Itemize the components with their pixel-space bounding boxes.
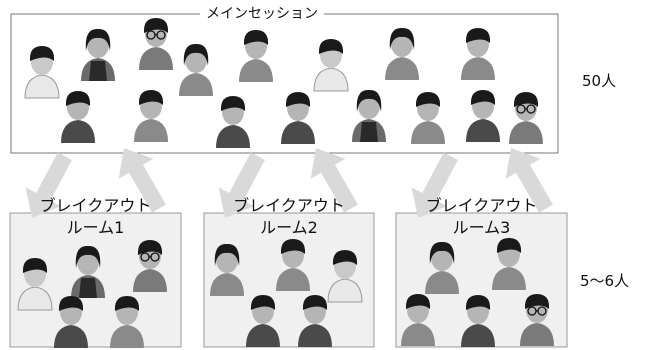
room-1-label: ブレイクアウト ルーム1	[10, 195, 181, 239]
room-1-label-line1: ブレイクアウト	[39, 196, 152, 215]
room-2-label-line2: ルーム2	[260, 218, 318, 237]
breakout-count: 5〜6人	[580, 272, 630, 290]
room-3-label-line2: ルーム3	[452, 218, 511, 237]
main-session-count: 50人	[582, 72, 617, 90]
main-session-title: メインセッション	[200, 3, 324, 23]
room-2-label-line1: ブレイクアウト	[233, 196, 345, 215]
room-2-label: ブレイクアウト ルーム2	[204, 195, 374, 239]
room-3-label: ブレイクアウト ルーム3	[396, 195, 567, 239]
room-3-label-line1: ブレイクアウト	[425, 196, 538, 215]
room-1-label-line2: ルーム1	[66, 218, 125, 237]
